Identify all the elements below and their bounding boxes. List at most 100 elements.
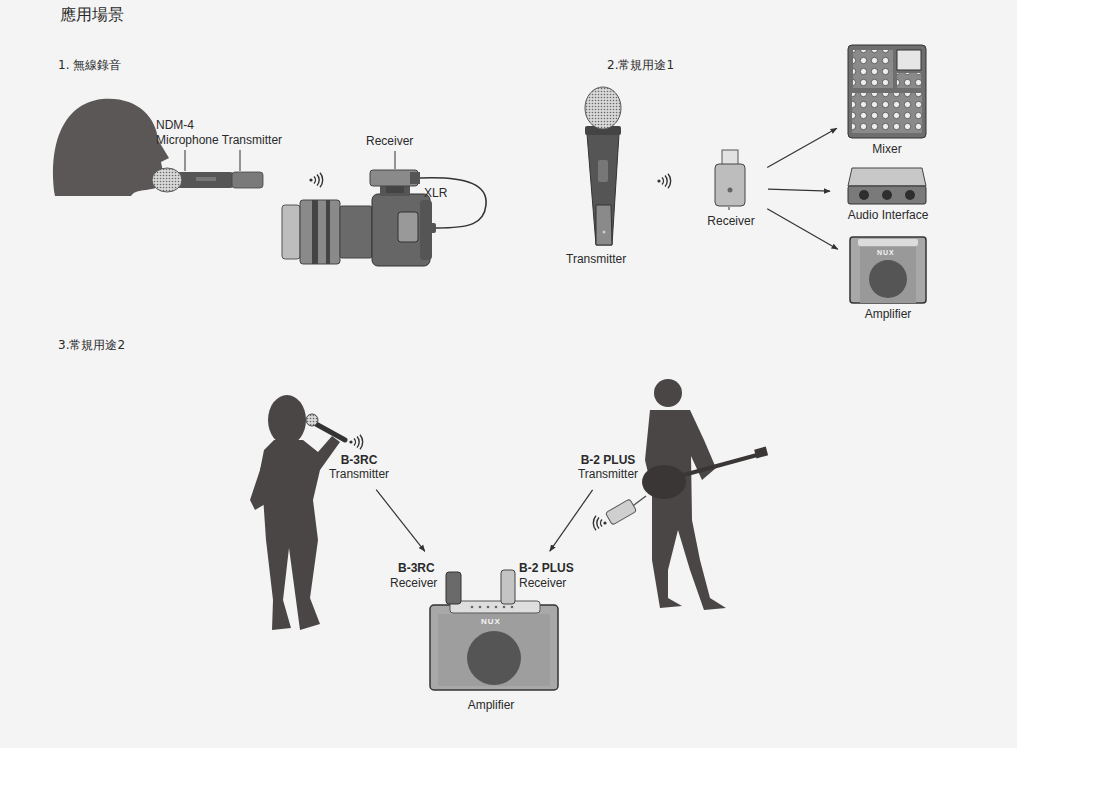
device-label: Mixer	[872, 142, 901, 156]
part-label: Microphone Transmitter	[156, 133, 282, 147]
ndm4-microphone	[152, 168, 182, 192]
signal-arrow	[767, 209, 838, 249]
singer-silhouette	[250, 452, 272, 510]
audio-interface	[859, 190, 869, 200]
handheld-microphone	[598, 160, 608, 182]
amplifier-large	[511, 606, 514, 609]
handheld-microphone	[585, 87, 621, 245]
camera	[340, 206, 372, 258]
usb-receiver	[715, 150, 745, 206]
amp-receivers	[446, 572, 461, 604]
camera-receiver	[410, 172, 420, 184]
device-label: B-2 PLUS	[581, 453, 636, 467]
amplifier-small	[858, 239, 918, 246]
background-panel	[0, 0, 1017, 748]
device-label: Amplifier	[865, 307, 912, 321]
singer-silhouette	[260, 436, 340, 630]
part-label: Transmitter	[566, 252, 626, 266]
section-heading: 1. 無線錄音	[58, 58, 121, 72]
part-label: B-2 PLUS	[519, 561, 574, 575]
amplifier-large	[438, 614, 550, 686]
part-label: B-3RC	[398, 561, 435, 575]
brand-logo: NUX	[481, 617, 501, 627]
camera	[326, 200, 330, 264]
amplifier-large	[471, 606, 474, 609]
section-heading: 2.常規用途1	[607, 58, 674, 72]
mixer	[897, 73, 921, 88]
ndm4-microphone	[232, 172, 263, 188]
b2plus-transmitter	[605, 499, 636, 525]
usb-receiver	[715, 164, 745, 206]
device-label: Audio Interface	[848, 208, 929, 222]
wireless-symbol	[349, 435, 362, 449]
singer-silhouette	[268, 395, 306, 445]
ndm4-microphone	[176, 172, 234, 188]
guitar	[754, 447, 768, 459]
amplifier-large	[430, 601, 558, 690]
amplifier-large	[503, 606, 506, 609]
camera	[398, 212, 418, 242]
singer-microphone	[306, 414, 345, 440]
guitar	[642, 465, 686, 499]
amplifier-small	[860, 247, 916, 303]
device-label: Receiver	[707, 214, 754, 228]
leader-lines	[240, 150, 241, 171]
ndm4-microphone	[196, 177, 216, 181]
handheld-microphone	[596, 205, 612, 245]
device-node: Amplifier	[843, 233, 933, 323]
part-label: XLR	[424, 186, 447, 200]
camera	[380, 186, 410, 196]
leader-lines	[185, 150, 186, 171]
guitarist-silhouette	[654, 379, 682, 407]
device-node: Audio Interface	[836, 162, 940, 224]
amplifier-large	[487, 606, 490, 609]
audio-interface	[848, 168, 926, 204]
amplifier-small	[869, 260, 907, 298]
amplifier-small	[850, 237, 926, 303]
amplifier-large	[495, 606, 498, 609]
signal-arrow	[767, 128, 837, 167]
camera-receiver	[370, 170, 420, 193]
device-node: B-2 PLUSTransmitter	[566, 451, 650, 485]
device-node: Amplifier	[390, 556, 592, 714]
singer-microphone	[306, 414, 318, 426]
device-label: Transmitter	[578, 467, 638, 481]
wireless-symbol	[309, 173, 322, 187]
device-label: Transmitter	[329, 467, 389, 481]
device-node: Receiver	[700, 146, 762, 230]
mixer	[897, 50, 921, 70]
amplifier-large	[430, 605, 558, 690]
mixer	[853, 50, 893, 88]
device-label: Amplifier	[468, 698, 515, 712]
brand-logo: NUX	[877, 248, 895, 257]
section-heading: 3.常規用途2	[58, 338, 125, 352]
part-label: Receiver	[366, 134, 413, 148]
audio-interface	[905, 190, 915, 200]
handheld-microphone	[585, 87, 621, 129]
guitar	[642, 447, 768, 499]
audio-interface	[848, 186, 926, 204]
amplifier-large	[479, 606, 482, 609]
section2-leader	[729, 207, 730, 210]
xlr-cable	[420, 178, 486, 228]
part-label: Receiver	[519, 576, 566, 590]
mixer	[852, 93, 922, 133]
camera	[300, 200, 340, 264]
amplifier-small	[850, 237, 926, 303]
device-label: B-3RC	[341, 453, 378, 467]
device-node: Mixer	[842, 42, 932, 158]
device-node: B-3RCTransmitter	[318, 451, 400, 485]
camera	[282, 205, 300, 259]
singer-microphone	[316, 424, 345, 440]
camera	[312, 200, 318, 264]
mixer	[848, 45, 926, 138]
usb-receiver	[728, 188, 733, 193]
handheld-microphone	[587, 134, 619, 245]
part-label: Receiver	[390, 576, 437, 590]
guitar	[680, 455, 757, 476]
xlr-cable	[420, 178, 486, 233]
handheld-microphone	[603, 231, 606, 234]
leader-lines	[395, 151, 396, 169]
page-title: 應用場景	[60, 5, 124, 25]
section2-leader	[729, 207, 730, 210]
